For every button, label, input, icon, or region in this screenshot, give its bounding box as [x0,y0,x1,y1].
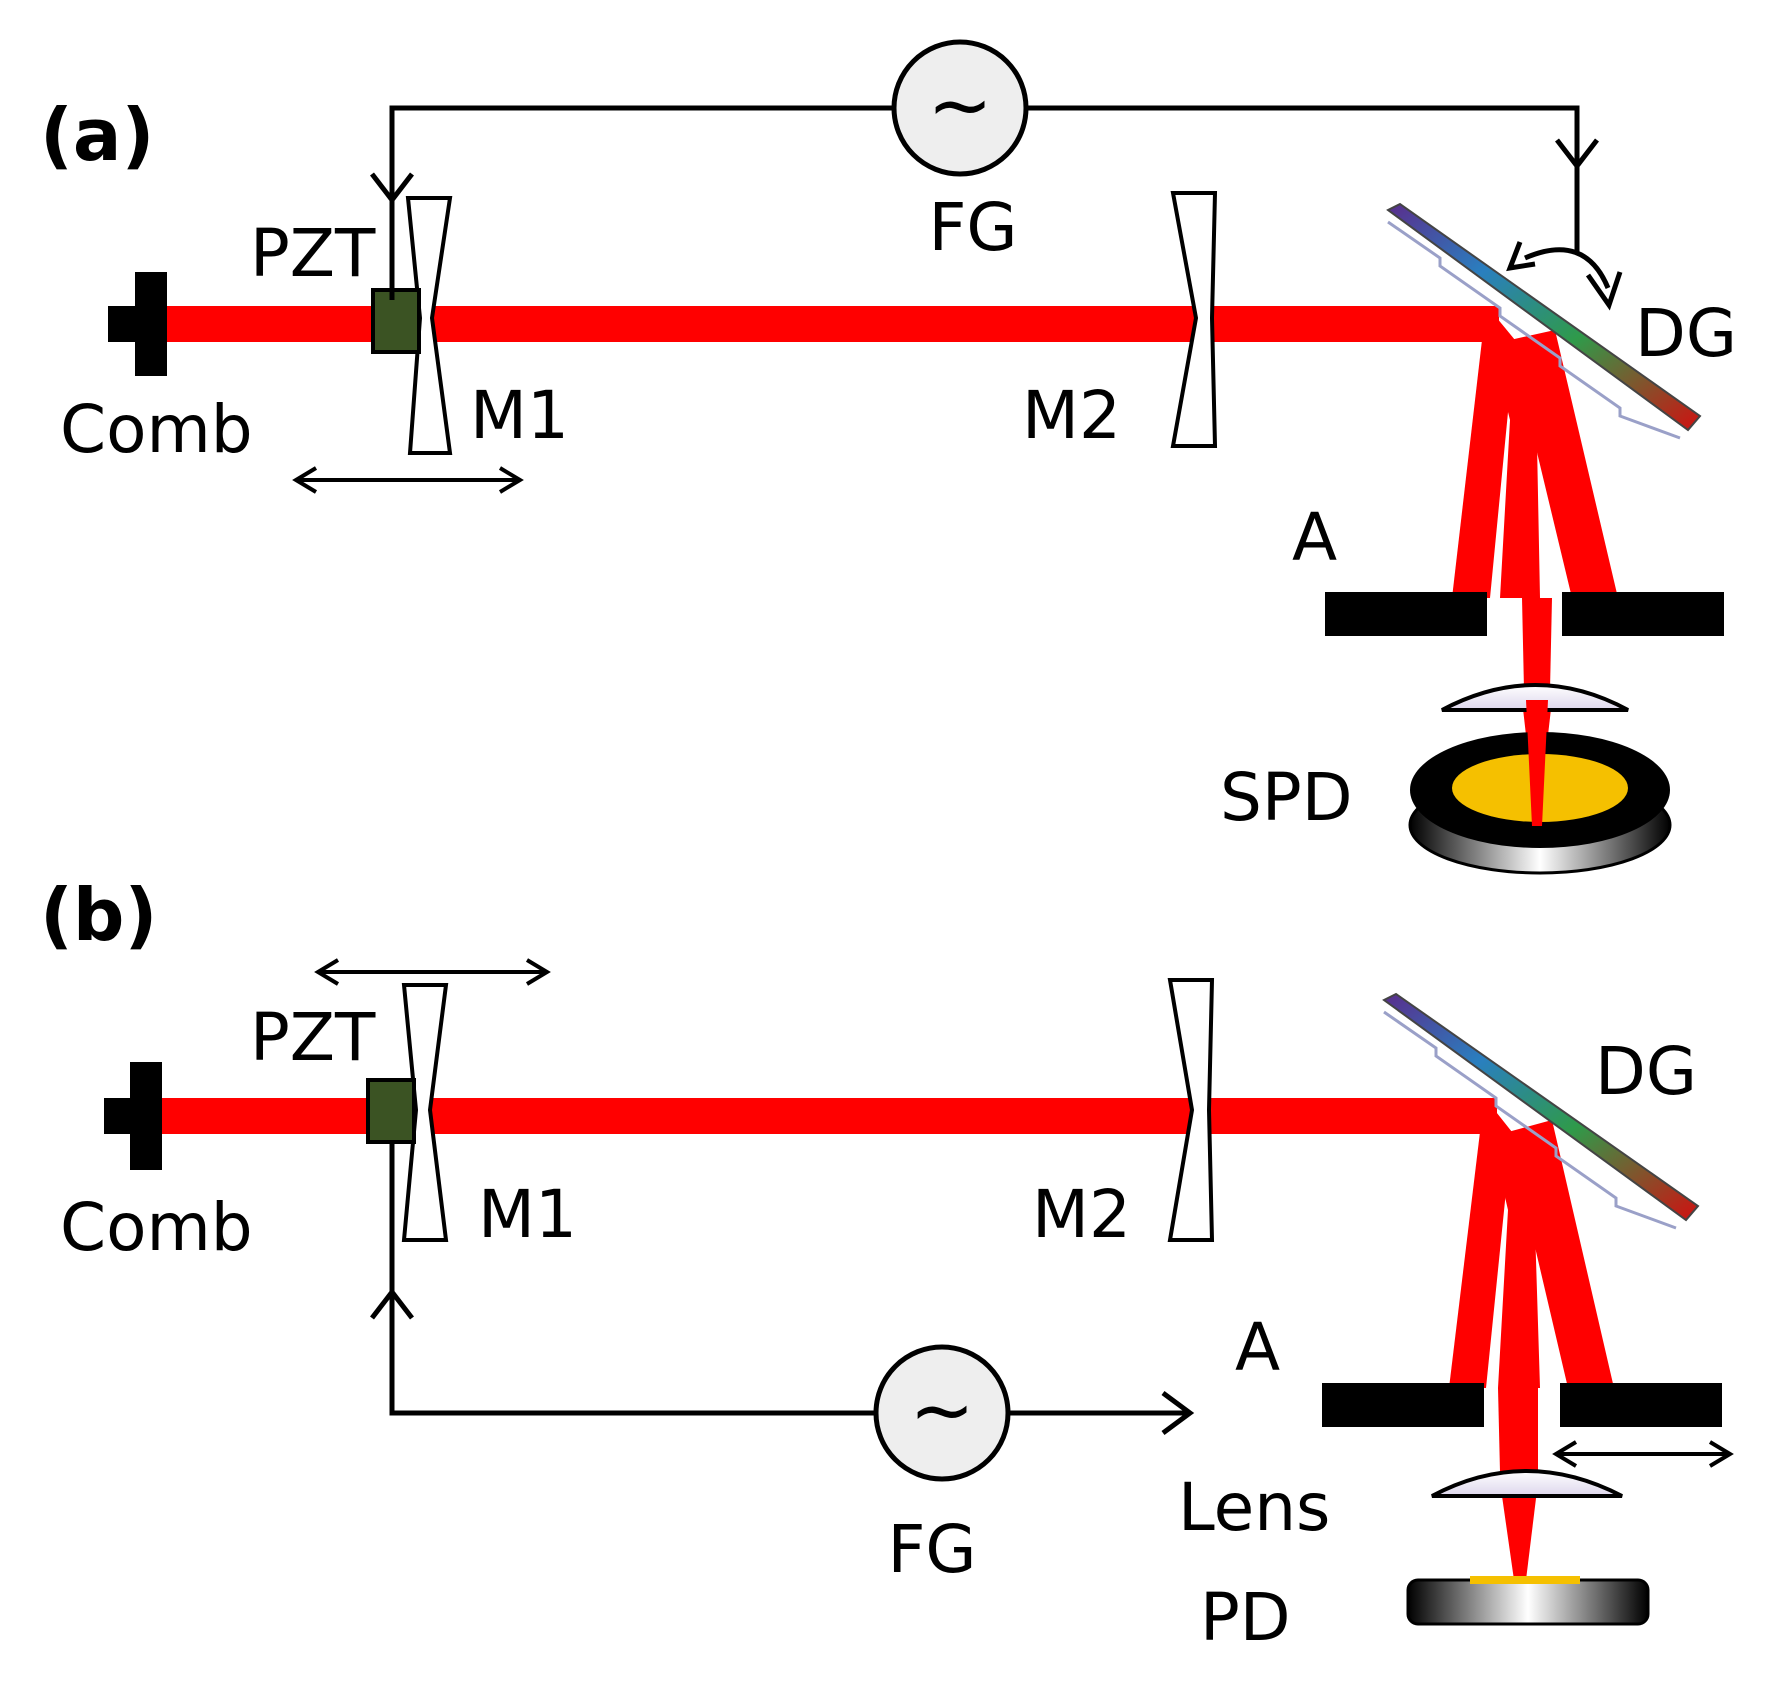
comb-source-b: Comb [60,1062,253,1266]
rotation-arrowhead-a2 [1506,241,1536,272]
translation-arrowhead-right-b [525,958,551,986]
fg-circle-a [891,39,1029,177]
pzt-label-b: PZT [250,999,376,1076]
beam-focused-b [1500,1482,1538,1580]
lens-a [1441,683,1629,712]
aperture-right-plate-a [1562,592,1724,636]
aperture-b: A [1235,1309,1722,1427]
m2-label-a: M2 [1022,377,1121,454]
aperture-right-plate-b [1560,1383,1722,1427]
pd-body-b [1406,1578,1650,1626]
beam-through-aperture-a [1522,598,1552,690]
laser-beams-b [162,1098,1614,1580]
fg-label-a: FG [928,189,1017,266]
m1-translation-arrow-b [314,958,551,986]
wire-fg-to-pzt-a [389,105,893,195]
comb-source-a: Comb [60,272,253,468]
aperture-arrowhead-right-b [1708,1440,1734,1468]
aperture-arrowhead-left-b [1552,1440,1578,1468]
m2-label-b: M2 [1032,1176,1131,1253]
spd-label-a: SPD [1220,759,1353,836]
pd-detector-b: PD [1200,1576,1650,1656]
wire-fg-to-dg-a [1025,105,1580,253]
main-beam-b [162,1098,1497,1134]
pd-label-b: PD [1200,1579,1291,1656]
mirror-m1-a: M1 [405,196,569,455]
m1-label-b: M1 [478,1176,577,1253]
fg-symbol-b: ~ [909,1366,974,1456]
dg-label-b: DG [1595,1033,1697,1110]
fg-symbol-a: ~ [927,61,992,151]
beam-on-spd-a [1526,700,1548,826]
diffraction-grating-a: DG [1386,202,1737,440]
panel-b: (b) ~ FG Comb [40,873,1734,1656]
aperture-left-plate-b [1322,1383,1484,1427]
pzt-block-a [371,288,421,354]
arrow-to-dg-a [1555,138,1599,171]
comb-label-a: Comb [60,391,253,468]
spd-detector-a: SPD [1220,700,1672,875]
mirror-m2-a: M2 [1022,191,1218,454]
mirror-m2-b: M2 [1032,978,1215,1253]
wire-fg-to-pzt-b [389,1140,875,1416]
rotation-arrowhead-a [1585,271,1623,311]
aperture-label-a: A [1292,499,1337,576]
aperture-a: A [1292,499,1724,636]
mirror-m1-b: M1 [401,983,577,1253]
diffraction-grating-b: DG [1382,992,1700,1230]
pzt-b: PZT [250,999,416,1144]
pzt-a: PZT [250,190,421,354]
beam-corner-b [1478,1098,1512,1134]
arrow-to-aperture-b [1161,1390,1195,1436]
fg-label-b: FG [887,1511,976,1588]
grating-shape-b [1382,992,1700,1222]
comb-label-b: Comb [60,1189,253,1266]
beam-right-order-b [1508,1120,1614,1388]
arrow-to-pzt-b [370,1287,414,1320]
grating-steps-a [1387,220,1681,440]
grating-steps-b [1383,1010,1677,1230]
laser-beams-a [167,306,1618,788]
aperture-left-plate-a [1325,592,1487,636]
beam-right-order-a [1510,330,1618,598]
pzt-block-b [366,1078,416,1144]
m2-mirror-shape-a [1170,191,1218,448]
panel-a-tag: (a) [40,93,154,177]
fg-circle-b [873,1344,1011,1482]
beam-left-order-a [1452,340,1515,598]
m1-label-a: M1 [470,377,569,454]
aperture-label-b: A [1235,1309,1280,1386]
beam-through-aperture-b [1498,1388,1538,1472]
lens-label-b: Lens [1178,1469,1330,1546]
pzt-label-a: PZT [250,215,376,292]
lens-b: Lens [1178,1469,1623,1546]
lens-shape-a [1441,683,1629,712]
comb-head-a [135,272,167,376]
translation-arrowhead-left-b [314,958,340,986]
rotation-arrow-a [1524,247,1611,289]
panel-a: (a) ~ FG Comb [40,39,1737,875]
m1-translation-arrow-a [292,466,524,494]
comb-head-b [130,1062,162,1170]
dg-label-a: DG [1635,295,1737,372]
beam-corner-a [1480,306,1515,342]
beam-left-order-b [1449,1132,1512,1388]
m2-mirror-shape-b [1167,978,1215,1242]
function-generator-a: ~ FG [891,39,1029,266]
main-beam-a [167,306,1499,342]
panel-b-tag: (b) [40,873,157,957]
aperture-translation-arrow-b [1552,1440,1734,1468]
function-generator-b: ~ FG [873,1344,1011,1588]
pd-sensor-b [1470,1576,1580,1584]
grating-shape-a [1386,202,1702,432]
translation-arrowhead-right-a [498,466,524,494]
lens-shape-b [1431,1469,1623,1498]
translation-arrowhead-left-a [292,466,318,494]
panel-b-signal-wires [370,1140,1195,1436]
